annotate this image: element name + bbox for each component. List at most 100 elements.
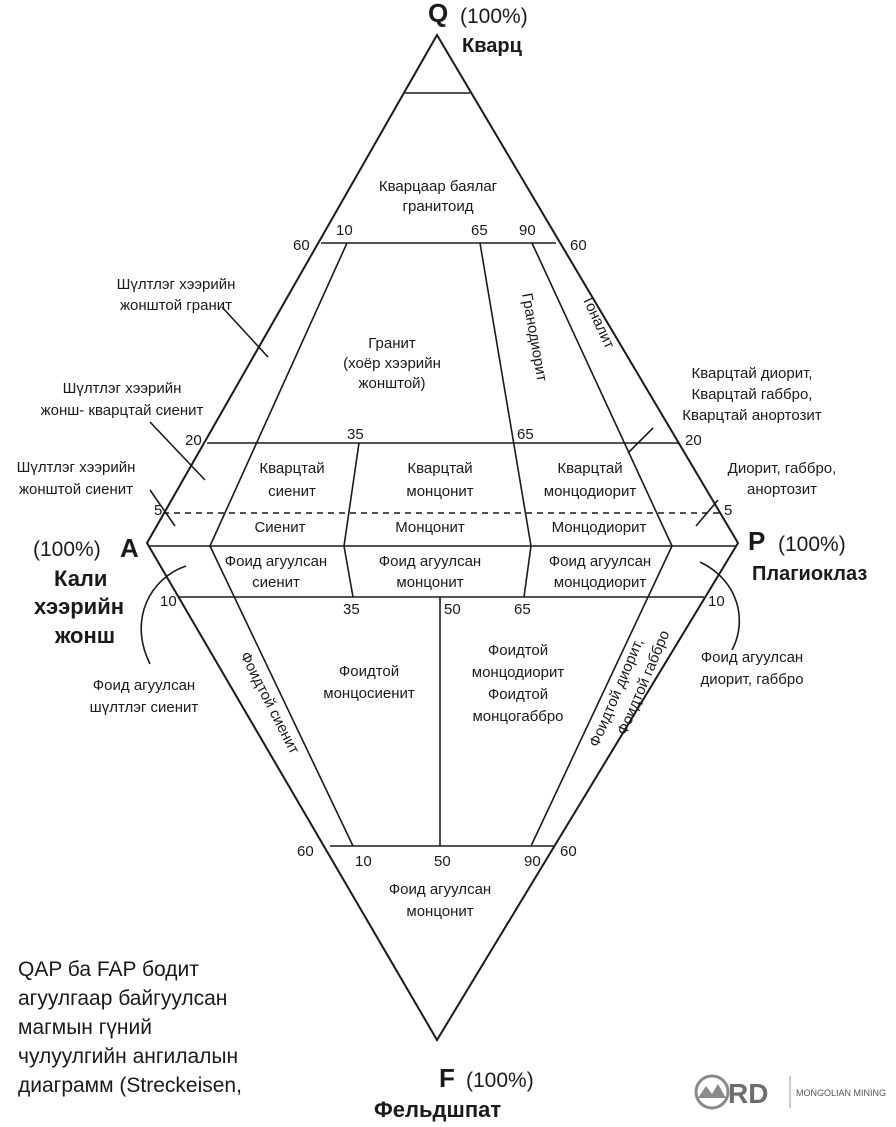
tick-f10-right: 10 <box>708 593 725 610</box>
callout-quartz-diorite-3: Кварцтай анортозит <box>682 407 822 424</box>
tick-q20-left: 20 <box>185 432 202 449</box>
field-foid-syenite-1: Фоид агуулсан <box>225 553 327 570</box>
brand-logo-text: RD <box>728 1078 768 1109</box>
field-foid-monzodiorite-gabbro-3: Фоидтой <box>488 686 548 703</box>
vertex-p-pct: (100%) <box>778 533 846 556</box>
field-foid-monzodiorite-1: Фоид агуулсан <box>549 553 651 570</box>
field-foid-monzodiorite-gabbro-4: монцогаббро <box>472 708 563 725</box>
field-foid-monzonite-1: Фоид агуулсан <box>379 553 481 570</box>
callout-alk-quartz-syenite-2: жонш- кварцтай сиенит <box>41 402 204 419</box>
field-syenite: Сиенит <box>254 519 305 536</box>
tick-q10: 10 <box>336 222 353 239</box>
tick-f60-left: 60 <box>297 843 314 860</box>
caption-line-1: QAP ба FAP бодит <box>18 958 199 981</box>
vertex-q-letter: Q <box>428 0 448 28</box>
field-quartz-monzonite-2: монцонит <box>406 483 473 500</box>
vertex-a-name-2: хээрийн <box>34 594 124 619</box>
diamond-outline <box>145 33 740 1042</box>
callout-alk-quartz-syenite-1: Шүлтлэг хээрийн <box>63 380 182 397</box>
leader-alk-quartz-syenite <box>149 421 206 481</box>
vertex-a-letter: A <box>120 533 139 563</box>
vertex-p-name: Плагиоклаз <box>752 563 867 585</box>
callout-alk-syenite-1: Шүлтлэг хээрийн <box>17 459 136 476</box>
field-monzodiorite: Монцодиорит <box>552 519 647 536</box>
tick-f10-b: 10 <box>355 853 372 870</box>
tick-f10-left: 10 <box>160 593 177 610</box>
vertex-f-pct: (100%) <box>466 1069 534 1092</box>
div-f35 <box>343 545 354 598</box>
field-foid-monzonite-bottom-2: монцонит <box>406 903 473 920</box>
vertex-f-letter: F <box>439 1063 455 1093</box>
div-f65 <box>523 545 532 598</box>
callout-foid-alk-syenite-2: шүлтлэг сиенит <box>90 699 199 716</box>
leader-diorite <box>695 499 719 527</box>
callout-diorite-2: анортозит <box>747 481 817 498</box>
field-granodiorite: Гранодиорит <box>518 292 550 383</box>
tick-q65: 65 <box>471 222 488 239</box>
div-f90 <box>530 545 673 847</box>
vertex-q-pct: (100%) <box>460 5 528 28</box>
tick-q60-left: 60 <box>293 237 310 254</box>
div-90 <box>531 242 673 547</box>
callout-foid-diorite-2: диорит, габбро <box>700 671 803 688</box>
tick-q90: 90 <box>519 222 536 239</box>
callout-quartz-diorite-2: Кварцтай габбро, <box>692 386 813 403</box>
field-tonalite: Тоналит <box>578 293 618 352</box>
caption-line-5: диаграмм (Streckeisen, <box>18 1074 242 1097</box>
div-35 <box>343 442 360 547</box>
vertex-a-name-1: Кали <box>54 566 107 591</box>
tick-f50: 50 <box>444 601 461 618</box>
vertex-a-name-3: жонш <box>54 623 115 648</box>
callout-foid-diorite-1: Фоид агуулсан <box>701 649 803 666</box>
brand-name: MONGOLIAN MINING <box>796 1088 886 1098</box>
field-foid-monzonite-bottom-1: Фоид агуулсан <box>389 881 491 898</box>
field-granite-3: жонштой) <box>358 375 425 392</box>
field-granite-1: Гранит <box>368 335 416 352</box>
tick-f35: 35 <box>343 601 360 618</box>
tick-f60-right: 60 <box>560 843 577 860</box>
field-quartz-monzodiorite-2: монцодиорит <box>544 483 637 500</box>
leader-alk-granite <box>221 306 269 358</box>
caption-line-3: магмын гүний <box>18 1016 152 1039</box>
field-monzonite: Монцонит <box>395 519 465 536</box>
leader-alk-syenite <box>149 489 176 527</box>
field-quartz-syenite-1: Кварцтай <box>259 460 324 477</box>
tick-f90: 90 <box>524 853 541 870</box>
callout-alk-syenite-2: жонштой сиенит <box>19 481 133 498</box>
field-foid-monzodiorite-gabbro-2: монцодиорит <box>472 664 565 681</box>
vertex-a-pct: (100%) <box>33 538 101 561</box>
tick-q5-right: 5 <box>724 502 732 519</box>
field-foid-monzosyenite-2: монцосиенит <box>323 685 415 702</box>
leader-foid-alk-syenite <box>140 565 187 665</box>
tick-q35: 35 <box>347 426 364 443</box>
leader-foid-diorite <box>699 561 741 651</box>
div-f10-left <box>209 545 354 847</box>
callout-diorite-1: Диорит, габбро, <box>728 460 837 477</box>
div-65 <box>479 242 532 547</box>
logo-ring-icon <box>694 1074 730 1110</box>
field-foid-syenite-side: Фоидтой сиенит <box>236 649 302 757</box>
field-quartz-syenite-2: сиенит <box>268 483 316 500</box>
tick-q65-b: 65 <box>517 426 534 443</box>
field-quartz-rich-2: гранитоид <box>403 198 474 215</box>
field-foid-syenite-2: сиенит <box>252 574 300 591</box>
field-quartz-monzonite-1: Кварцтай <box>407 460 472 477</box>
caption-line-2: агуулгаар байгуулсан <box>18 987 227 1010</box>
field-quartz-rich-1: Кварцаар баялаг <box>379 178 498 195</box>
tick-f50-b: 50 <box>434 853 451 870</box>
callout-quartz-diorite-1: Кварцтай диорит, <box>692 365 813 382</box>
field-foid-monzodiorite-gabbro-1: Фоидтой <box>488 642 548 659</box>
leader-quartz-diorite <box>627 427 654 454</box>
callout-alk-granite-1: Шүлтлэг хээрийн <box>117 276 236 293</box>
tick-f65: 65 <box>514 601 531 618</box>
field-foid-monzonite-2: монцонит <box>396 574 463 591</box>
brand-logo: RD MONGOLIAN MINING <box>694 1074 886 1110</box>
vertex-q-name: Кварц <box>462 35 523 57</box>
vertex-f-name: Фельдшпат <box>374 1097 501 1122</box>
mountain-icon <box>698 1084 726 1098</box>
field-granite-2: (хоёр хээрийн <box>343 355 441 372</box>
field-quartz-monzodiorite-1: Кварцтай <box>557 460 622 477</box>
caption-line-4: чулуулгийн ангилалын <box>18 1045 238 1068</box>
tick-q20-right: 20 <box>685 432 702 449</box>
